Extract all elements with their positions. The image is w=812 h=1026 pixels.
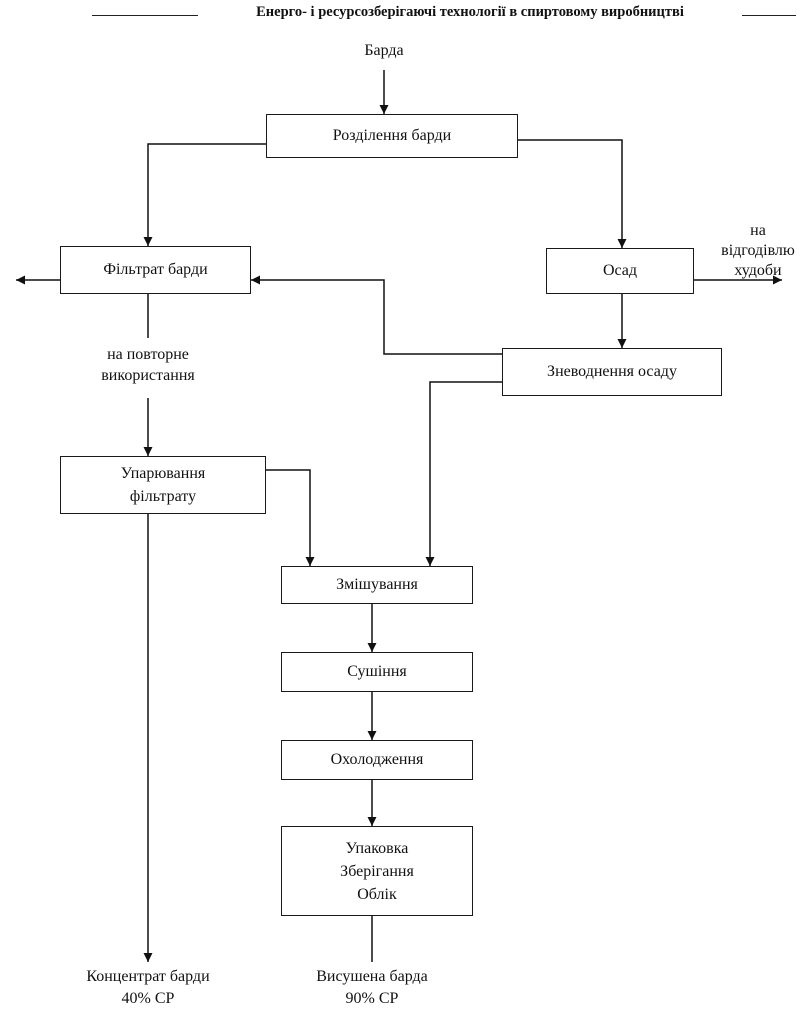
livestock-label-line-3: худоби — [734, 262, 782, 279]
livestock-label-line-1: на — [750, 222, 766, 239]
livestock-label: на відгодівлю худоби — [705, 221, 811, 281]
node-filtrate: Фільтрат барди — [60, 246, 251, 294]
node-cooling: Охолодження — [281, 740, 473, 780]
node-packing: Упаковка Зберігання Облік — [281, 826, 473, 916]
node-mixing: Змішування — [281, 566, 473, 604]
livestock-label-line-2: відгодівлю — [721, 242, 795, 259]
reuse-label: на повторне використання — [78, 344, 218, 386]
arrow-dewatering-to-filtrate — [251, 275, 502, 355]
output-dried-line-1: Висушена барда — [316, 968, 428, 985]
output-dried: Висушена барда 90% СР — [282, 966, 462, 1010]
source-label-barda: Барда — [364, 42, 404, 59]
arrow-separation-to-filtrate — [143, 143, 266, 246]
node-dewatering: Зневоднення осаду — [502, 348, 722, 396]
node-evaporation: Упарювання фільтрату — [60, 456, 266, 514]
reuse-label-line-1: на повторне — [107, 346, 189, 363]
header-title: Енерго- і ресурсозберігаючі технології в… — [256, 4, 684, 20]
node-evaporation-line-2: фільтрату — [129, 488, 197, 505]
header-left-rule — [92, 15, 198, 16]
output-concentrate-line-1: Концентрат барди — [86, 968, 210, 985]
node-packing-line-3: Облік — [357, 885, 397, 903]
arrow-separation-to-sediment — [518, 139, 627, 248]
node-sediment: Осад — [546, 248, 694, 294]
node-drying: Сушіння — [281, 652, 473, 692]
node-evaporation-line-1: Упарювання — [120, 465, 206, 482]
node-packing-line-1: Упаковка — [345, 839, 409, 857]
arrow-dewatering-to-mixing — [425, 381, 502, 566]
page-header: Енерго- і ресурсозберігаючі технології в… — [0, 0, 812, 30]
output-concentrate: Концентрат барди 40% СР — [58, 966, 238, 1010]
arrow-evaporation-to-mixing — [266, 469, 315, 566]
header-right-rule — [742, 15, 796, 16]
output-concentrate-line-2: 40% СР — [121, 990, 175, 1007]
output-dried-line-2: 90% СР — [345, 990, 399, 1007]
reuse-label-line-2: використання — [101, 367, 195, 384]
node-separation: Розділення барди — [266, 114, 518, 158]
node-packing-line-2: Зберігання — [340, 862, 414, 880]
